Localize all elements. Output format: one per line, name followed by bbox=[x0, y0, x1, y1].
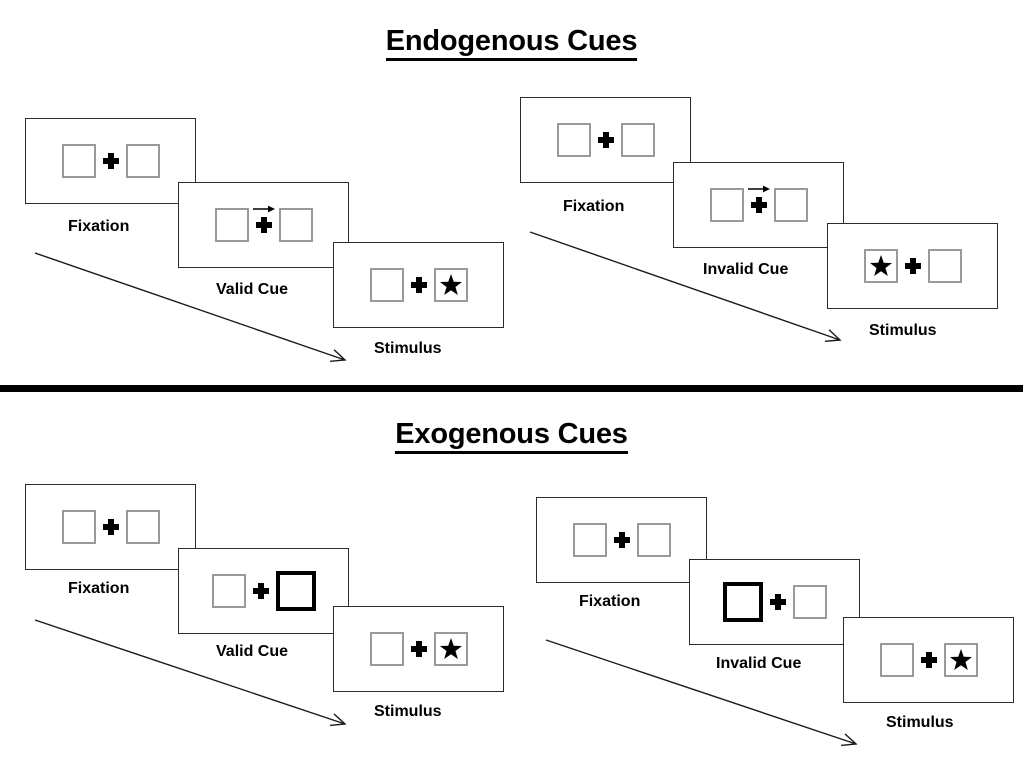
cross-vertical-bar bbox=[107, 153, 114, 169]
cross-vertical-bar bbox=[909, 258, 916, 274]
section-title-endogenous: Endogenous Cues bbox=[0, 24, 1023, 61]
panel-caption-exogenous-invalid-cue: Invalid Cue bbox=[716, 655, 802, 672]
trial-panel-content bbox=[334, 243, 503, 327]
star-icon bbox=[439, 638, 462, 659]
fixation-cross-icon bbox=[246, 574, 276, 608]
cued-square-right bbox=[275, 571, 316, 611]
trial-panel-exogenous-valid-fixation bbox=[25, 484, 196, 570]
placeholder-square-left bbox=[214, 208, 249, 242]
trial-panel-content bbox=[844, 618, 1013, 702]
placeholder-square-left bbox=[369, 268, 404, 302]
target-square-right bbox=[943, 643, 978, 677]
star-icon bbox=[949, 649, 972, 670]
fixation-cross-icon bbox=[591, 123, 621, 157]
fixation-cross-icon bbox=[898, 249, 928, 283]
placeholder-square-left bbox=[61, 144, 96, 178]
fixation-cross-icon bbox=[96, 510, 126, 544]
star-icon bbox=[869, 255, 892, 276]
trial-panel-exogenous-valid-stimulus bbox=[333, 606, 504, 692]
target-square-right bbox=[433, 268, 468, 302]
arrow-right-icon bbox=[747, 185, 770, 193]
trial-panel-endogenous-invalid-stimulus bbox=[827, 223, 998, 309]
trial-panel-exogenous-invalid-fixation bbox=[536, 497, 707, 583]
cross-vertical-bar bbox=[602, 132, 609, 148]
placeholder-square-right bbox=[792, 585, 827, 619]
panel-caption-endogenous-invalid-fixation: Fixation bbox=[563, 198, 625, 215]
trial-panel-content bbox=[179, 549, 348, 633]
section-title-text: Endogenous Cues bbox=[385, 25, 637, 61]
trial-panel-content bbox=[828, 224, 997, 308]
panel-caption-exogenous-valid-fixation: Fixation bbox=[68, 580, 130, 597]
target-square-right bbox=[433, 632, 468, 666]
trial-panel-content bbox=[334, 607, 503, 691]
arrow-right-icon bbox=[252, 205, 275, 213]
placeholder-square-left bbox=[61, 510, 96, 544]
star-icon bbox=[439, 274, 462, 295]
panel-caption-endogenous-valid-stimulus: Stimulus bbox=[374, 340, 442, 357]
placeholder-square-right bbox=[278, 208, 313, 242]
trial-panel-exogenous-valid-cue bbox=[178, 548, 349, 634]
placeholder-square-left bbox=[879, 643, 914, 677]
trial-panel-endogenous-invalid-fixation bbox=[520, 97, 691, 183]
panel-caption-endogenous-invalid-stimulus: Stimulus bbox=[869, 322, 937, 339]
panel-caption-endogenous-valid-cue: Valid Cue bbox=[216, 281, 289, 298]
cross-vertical-bar bbox=[774, 594, 781, 610]
cross-vertical-bar bbox=[107, 519, 114, 535]
trial-panel-content bbox=[26, 119, 195, 203]
section-divider bbox=[0, 385, 1023, 392]
cross-vertical-bar bbox=[260, 217, 267, 233]
trial-panel-endogenous-invalid-cue bbox=[673, 162, 844, 248]
trial-panel-content bbox=[521, 98, 690, 182]
placeholder-square-left bbox=[369, 632, 404, 666]
panel-caption-exogenous-invalid-fixation: Fixation bbox=[579, 593, 641, 610]
placeholder-square-left bbox=[556, 123, 591, 157]
trial-panel-endogenous-valid-stimulus bbox=[333, 242, 504, 328]
cross-vertical-bar bbox=[257, 583, 264, 599]
panel-caption-endogenous-invalid-cue: Invalid Cue bbox=[703, 261, 789, 278]
trial-panel-exogenous-invalid-stimulus bbox=[843, 617, 1014, 703]
fixation-cross-icon bbox=[914, 643, 944, 677]
panel-caption-exogenous-invalid-stimulus: Stimulus bbox=[886, 714, 954, 731]
panel-caption-exogenous-valid-cue: Valid Cue bbox=[216, 643, 289, 660]
fixation-cross-icon bbox=[404, 268, 434, 302]
placeholder-square-left bbox=[709, 188, 744, 222]
fixation-cross-icon bbox=[404, 632, 434, 666]
panel-caption-endogenous-valid-fixation: Fixation bbox=[68, 218, 130, 235]
trial-panel-exogenous-invalid-cue bbox=[689, 559, 860, 645]
fixation-cross-icon bbox=[96, 144, 126, 178]
placeholder-square-right bbox=[125, 510, 160, 544]
trial-panel-content bbox=[674, 163, 843, 247]
placeholder-square-left bbox=[572, 523, 607, 557]
placeholder-square-left bbox=[211, 574, 246, 608]
section-title-text: Exogenous Cues bbox=[395, 418, 628, 454]
time-flow-arrow-exogenous-invalid bbox=[545, 639, 858, 747]
cross-vertical-bar bbox=[415, 277, 422, 293]
fixation-cross-icon bbox=[744, 185, 774, 222]
panel-caption-exogenous-valid-stimulus: Stimulus bbox=[374, 703, 442, 720]
fixation-cross-icon bbox=[607, 523, 637, 557]
placeholder-square-right bbox=[125, 144, 160, 178]
fixation-cross-icon bbox=[763, 585, 793, 619]
cross-vertical-bar bbox=[618, 532, 625, 548]
cued-square-left bbox=[722, 582, 763, 622]
cross-vertical-bar bbox=[925, 652, 932, 668]
trial-panel-content bbox=[179, 183, 348, 267]
trial-panel-endogenous-valid-fixation bbox=[25, 118, 196, 204]
target-square-left bbox=[863, 249, 898, 283]
trial-panel-content bbox=[537, 498, 706, 582]
section-title-exogenous: Exogenous Cues bbox=[0, 417, 1023, 454]
trial-panel-content bbox=[690, 560, 859, 644]
placeholder-square-right bbox=[620, 123, 655, 157]
fixation-cross-icon bbox=[249, 205, 279, 242]
cross-vertical-bar bbox=[755, 197, 762, 213]
placeholder-square-right bbox=[773, 188, 808, 222]
placeholder-square-right bbox=[927, 249, 962, 283]
trial-panel-endogenous-valid-cue bbox=[178, 182, 349, 268]
placeholder-square-right bbox=[636, 523, 671, 557]
cross-vertical-bar bbox=[415, 641, 422, 657]
trial-panel-content bbox=[26, 485, 195, 569]
